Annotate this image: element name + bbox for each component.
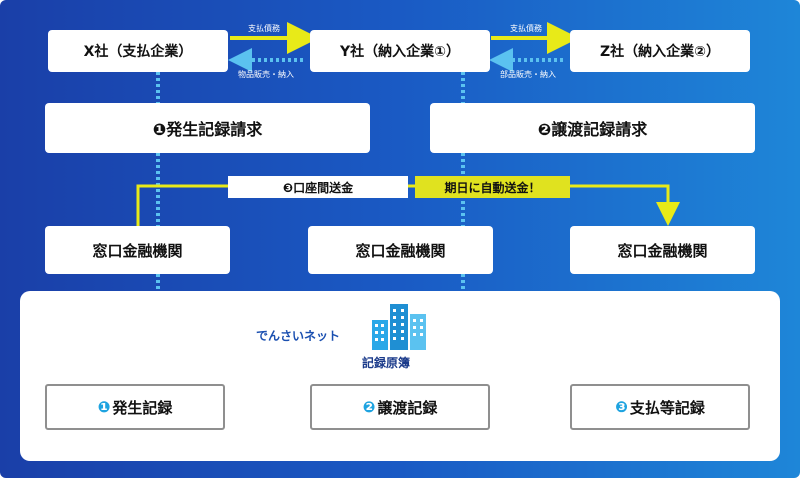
- record-label: 発生記録: [112, 398, 173, 417]
- record-label: 譲渡記録: [377, 398, 438, 417]
- bank-left: 窓口金融機関: [45, 226, 230, 274]
- issue-record-request: ❶発生記録請求: [45, 103, 370, 153]
- bank-right: 窓口金融機関: [570, 226, 755, 274]
- company-x-box: X社（支払企業）: [48, 30, 228, 72]
- bank-center: 窓口金融機関: [308, 226, 493, 274]
- company-y-box: Y社（納入企業①）: [310, 30, 490, 72]
- record-number: ❷: [362, 398, 376, 416]
- flow-label-parts: 部品販売・納入: [500, 70, 556, 79]
- ledger-label: 記録原簿: [362, 356, 411, 370]
- flow-label-goods: 物品販売・納入: [238, 70, 294, 79]
- densai-net-label: でんさいネット: [256, 329, 341, 343]
- flow-label-payment-1: 支払債務: [248, 24, 280, 33]
- auto-remittance-tag: 期日に自動送金！: [415, 176, 570, 198]
- account-transfer-label: ❸口座間送金: [228, 176, 408, 198]
- company-z-box: Z社（納入企業②）: [570, 30, 750, 72]
- record-label: 支払等記録: [629, 398, 705, 417]
- transfer-record-request: ❷譲渡記録請求: [430, 103, 755, 153]
- flow-label-payment-2: 支払債務: [510, 24, 542, 33]
- building-icon: [372, 304, 426, 350]
- record-number: ❸: [615, 398, 628, 416]
- record-number: ❶: [97, 398, 111, 416]
